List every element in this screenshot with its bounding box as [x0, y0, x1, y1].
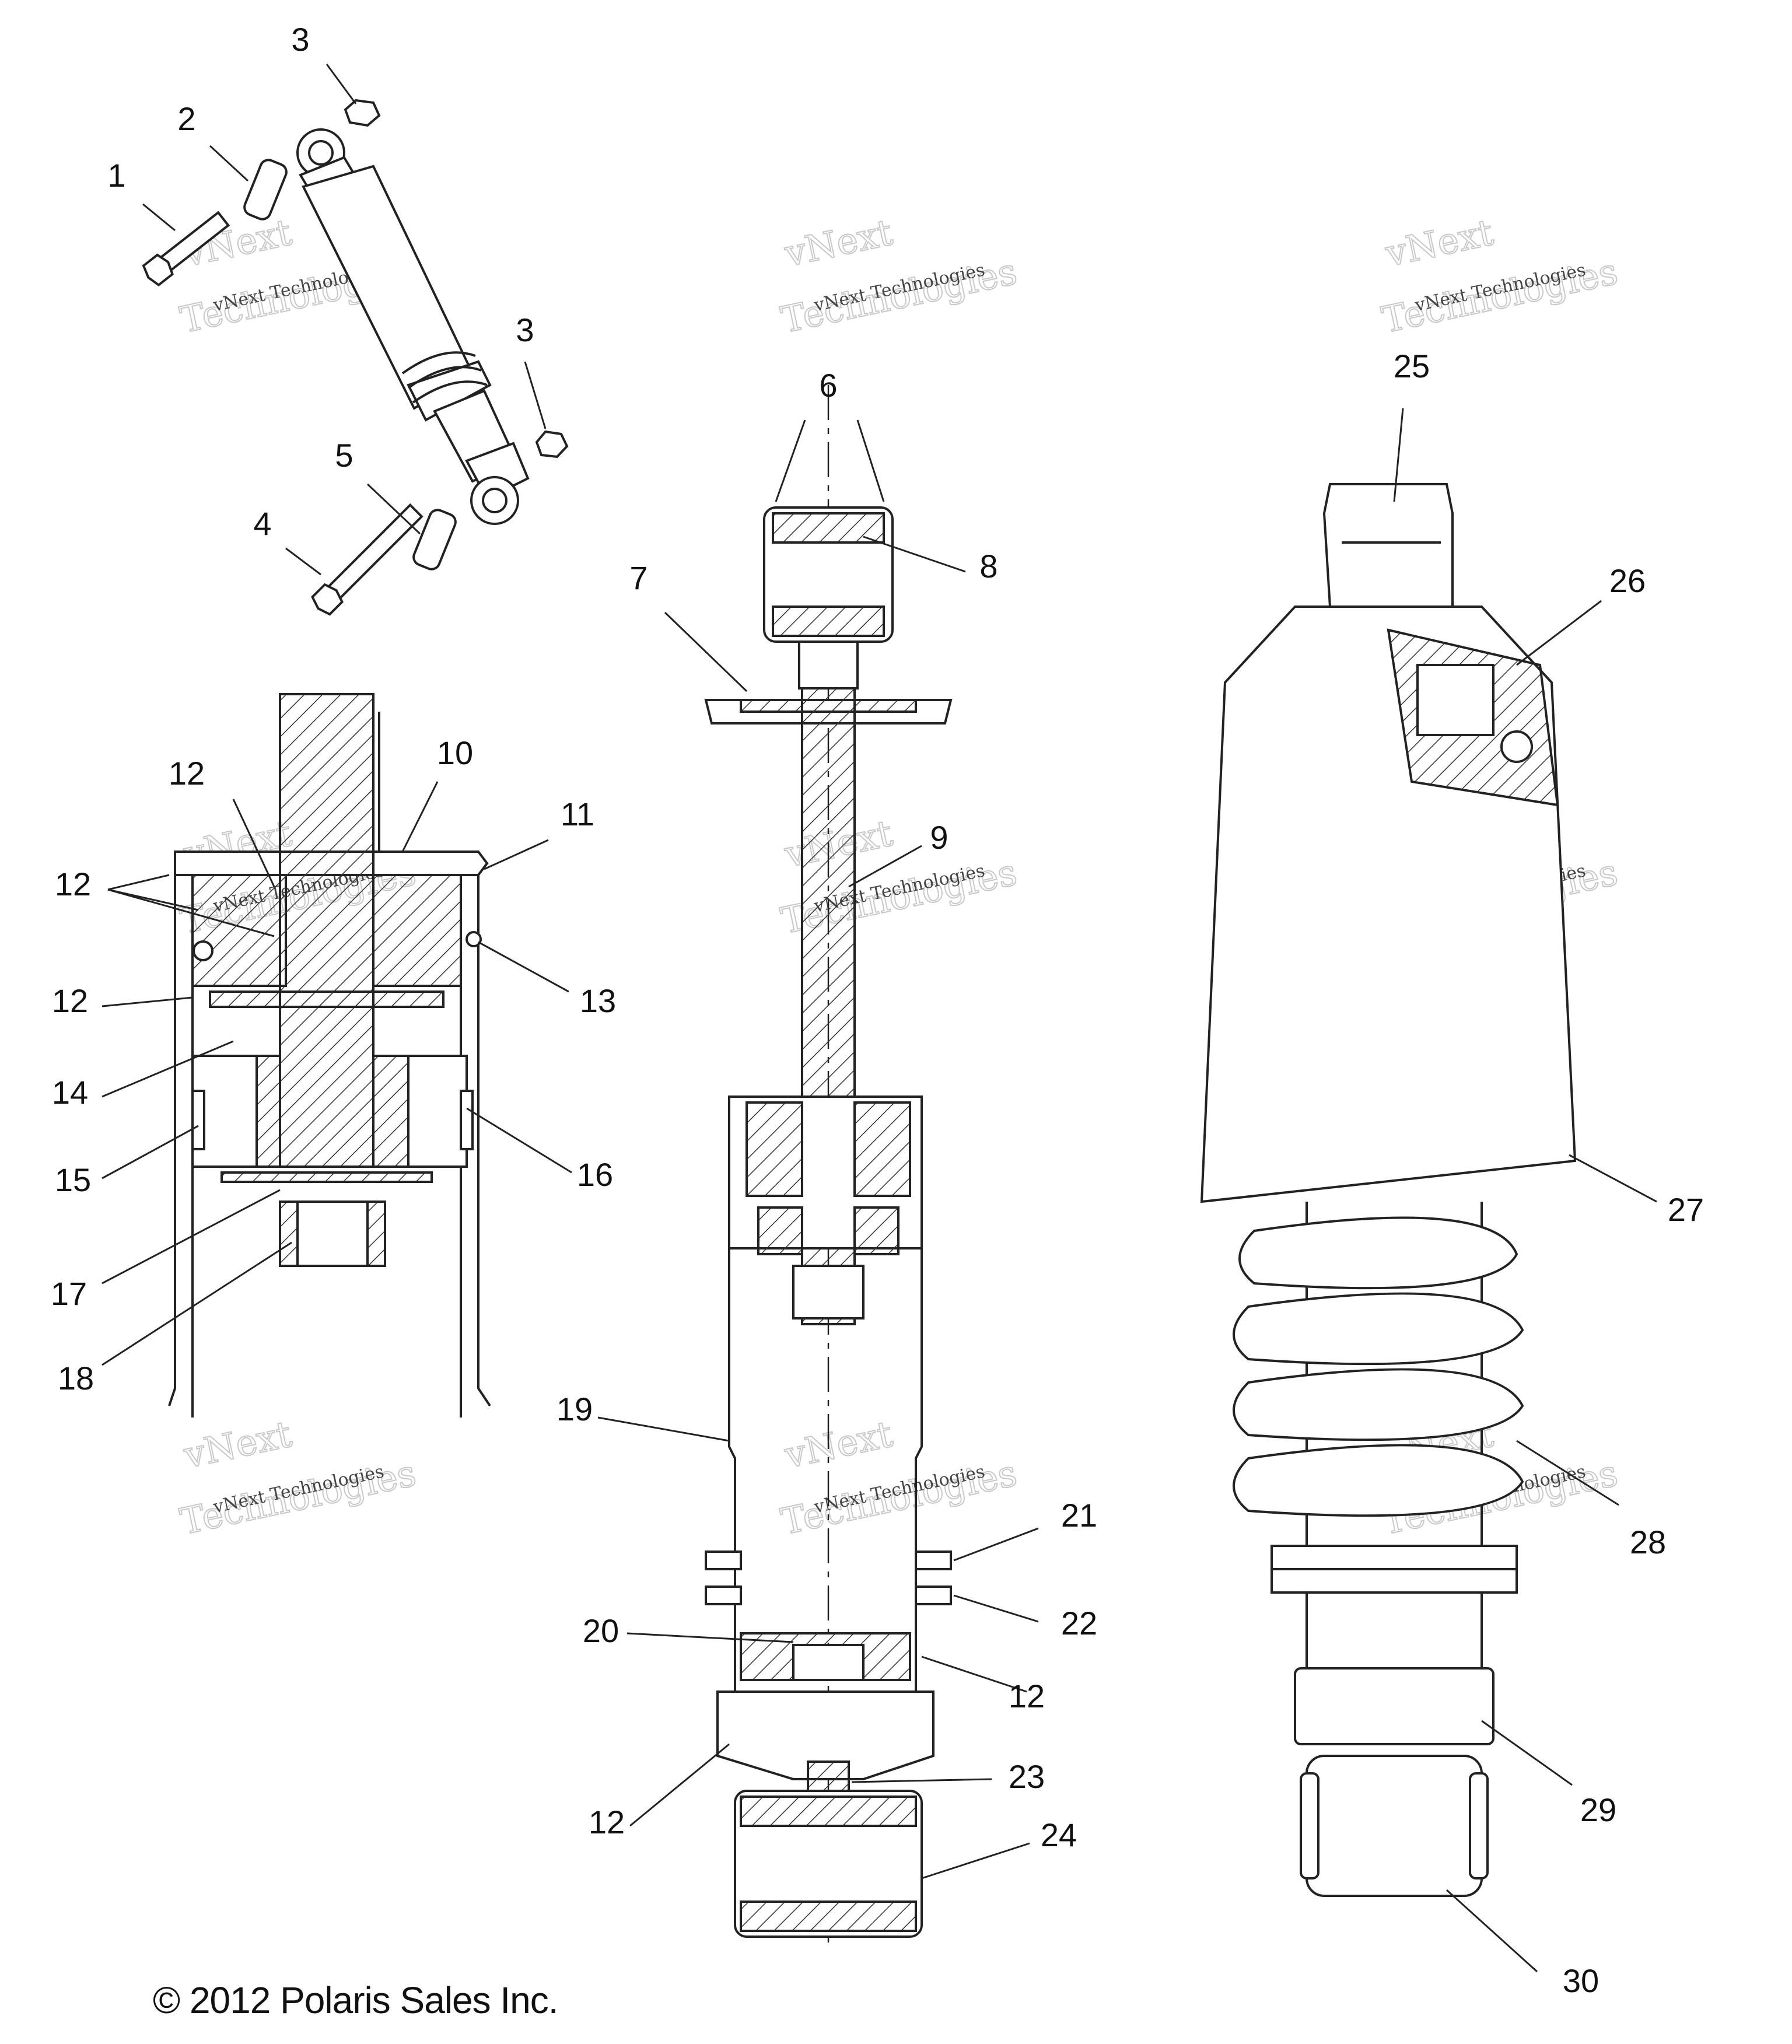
callout-6: 6	[819, 367, 837, 404]
right-exterior-drawing	[1200, 483, 1577, 1897]
callout-12-c: 12	[52, 982, 88, 1019]
callout-14: 14	[52, 1074, 88, 1111]
callout-12-b: 12	[55, 866, 91, 902]
callout-2: 2	[177, 100, 195, 137]
callout-3-side: 3	[516, 312, 534, 348]
callout-21: 21	[1061, 1497, 1097, 1534]
callout-leaders	[102, 64, 1657, 1973]
watermark-low-center: vNext Technologies vNext Technologies	[777, 1412, 1021, 1544]
callout-16: 16	[577, 1156, 613, 1193]
callout-29: 29	[1580, 1791, 1616, 1828]
callout-4: 4	[253, 505, 271, 542]
center-section-drawing	[704, 385, 953, 1943]
callout-19: 19	[556, 1391, 593, 1427]
watermark-top-center: vNext Technologies vNext Technologies	[777, 210, 1021, 342]
callout-25: 25	[1394, 348, 1430, 384]
nut-3-side-drawing	[535, 430, 569, 459]
callout-28: 28	[1630, 1524, 1666, 1560]
nut-3-top-drawing	[344, 99, 381, 127]
callout-17: 17	[51, 1275, 87, 1312]
callout-9: 9	[930, 819, 948, 856]
callout-1: 1	[107, 157, 125, 194]
bolt-4-drawing	[311, 503, 424, 616]
shock-body-drawing	[296, 128, 530, 525]
callout-26: 26	[1609, 562, 1646, 599]
svg-text:vNext: vNext	[180, 1412, 295, 1476]
callout-30: 30	[1563, 1962, 1599, 1999]
copyright-text: © 2012 Polaris Sales Inc.	[153, 1979, 559, 2021]
callout-15: 15	[55, 1161, 91, 1198]
svg-text:vNext: vNext	[780, 1412, 896, 1476]
callout-13: 13	[580, 982, 616, 1019]
watermark-top-right: vNext Technologies vNext Technologies	[1378, 210, 1622, 342]
callout-5: 5	[335, 437, 353, 474]
callout-12-e: 12	[589, 1804, 625, 1840]
callout-12-d: 12	[1009, 1678, 1045, 1714]
cutaway-detail-drawing	[168, 693, 491, 1418]
callout-24: 24	[1041, 1817, 1077, 1853]
callout-numbers: 1 2 3 3 4 5 6 7 8 9 10 11 12 12 12 13 14…	[51, 21, 1704, 1999]
callout-18: 18	[58, 1360, 94, 1396]
svg-text:vNext: vNext	[1381, 211, 1497, 275]
callout-8: 8	[979, 548, 998, 584]
watermark-low-left: vNext Technologies vNext Technologies	[176, 1412, 421, 1544]
shock-overview-drawing	[142, 99, 569, 616]
bushing-5-drawing	[412, 509, 457, 570]
callout-7: 7	[629, 559, 648, 596]
callout-11: 11	[561, 796, 594, 832]
callout-12-a: 12	[169, 755, 205, 792]
callout-23: 23	[1009, 1758, 1045, 1795]
bolt-1-drawing	[142, 211, 230, 287]
callout-22: 22	[1061, 1605, 1097, 1642]
callout-20: 20	[583, 1612, 619, 1649]
callout-3-top: 3	[291, 21, 309, 58]
bushing-2-drawing	[243, 159, 288, 220]
callout-10: 10	[437, 734, 473, 771]
svg-text:vNext: vNext	[780, 211, 896, 275]
callout-27: 27	[1668, 1191, 1704, 1228]
